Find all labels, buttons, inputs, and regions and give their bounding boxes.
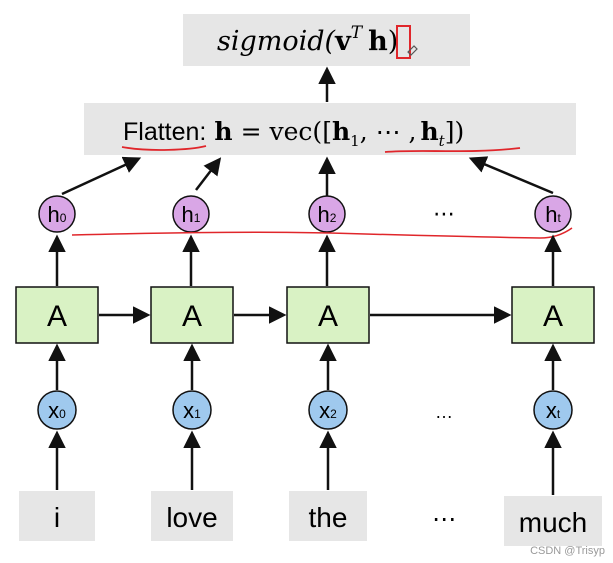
svg-text:x1: x1 bbox=[183, 398, 201, 423]
hidden-state-h1: h1 bbox=[172, 195, 210, 233]
svg-text:h2: h2 bbox=[318, 202, 337, 227]
svg-text:A: A bbox=[543, 300, 563, 333]
svg-text:h0: h0 bbox=[48, 202, 67, 227]
rnn-cell-t: A bbox=[511, 286, 595, 344]
flatten-box bbox=[84, 103, 576, 155]
svg-text:h1: h1 bbox=[182, 202, 201, 227]
word-box-much: much bbox=[504, 496, 602, 546]
svg-text:x2: x2 bbox=[319, 398, 337, 423]
word-ellipsis: ⋯ bbox=[432, 506, 456, 533]
svg-text:the: the bbox=[309, 502, 348, 533]
svg-text:A: A bbox=[47, 300, 67, 333]
arrow-ht-to-flatten bbox=[468, 156, 554, 195]
input-x1: x1 bbox=[172, 390, 212, 430]
annotation-underline-vec bbox=[384, 147, 521, 153]
svg-text:love: love bbox=[166, 502, 217, 533]
sigmoid-box bbox=[183, 14, 470, 66]
hidden-state-h0: h0 bbox=[38, 195, 76, 233]
word-box-the: the bbox=[289, 491, 367, 541]
hidden-state-ht: ht bbox=[534, 195, 572, 233]
svg-text:A: A bbox=[182, 300, 202, 333]
input-xt: xt bbox=[533, 390, 573, 430]
svg-text:ht: ht bbox=[545, 202, 561, 227]
hidden-state-h2: h2 bbox=[308, 195, 346, 233]
svg-text:xt: xt bbox=[546, 398, 561, 423]
input-x2: x2 bbox=[308, 390, 348, 430]
annotation-underline-flatten bbox=[121, 145, 207, 151]
annotation-highlight bbox=[396, 25, 411, 59]
arrow-h0-to-flatten bbox=[61, 156, 142, 196]
rnn-cell-2: A bbox=[286, 286, 370, 344]
arrow-h1-to-flatten bbox=[195, 157, 222, 191]
svg-text:x0: x0 bbox=[48, 398, 66, 423]
watermark: CSDN @Trisyp bbox=[530, 545, 605, 557]
hidden-ellipsis: ⋯ bbox=[433, 201, 455, 226]
svg-text:A: A bbox=[318, 300, 338, 333]
svg-text:i: i bbox=[54, 502, 60, 533]
rnn-cell-1: A bbox=[150, 286, 234, 344]
input-x0: x0 bbox=[37, 390, 77, 430]
flatten-formula: Flatten:h=vec([h1, ⋯ ,ht]) bbox=[123, 117, 464, 150]
annotation-cursor-mark bbox=[407, 45, 418, 56]
rnn-cell-0: A bbox=[15, 286, 99, 344]
word-box-love: love bbox=[151, 491, 233, 541]
input-ellipsis: … bbox=[435, 402, 453, 422]
word-box-i: i bbox=[19, 491, 95, 541]
svg-text:much: much bbox=[519, 507, 587, 538]
